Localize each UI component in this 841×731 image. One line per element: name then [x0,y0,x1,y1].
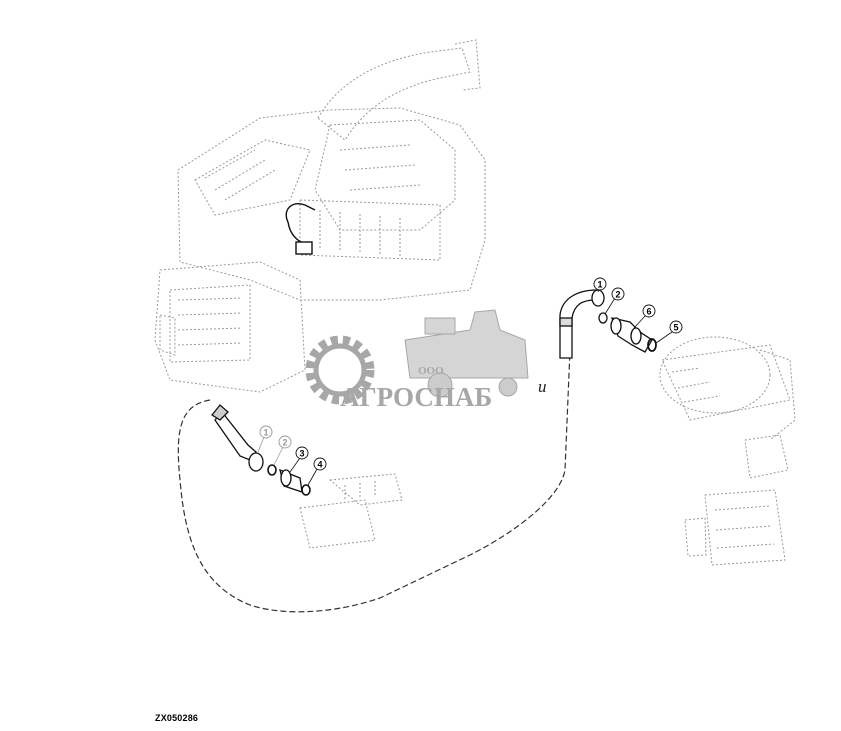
callout-lower-3-label: 3 [299,449,304,459]
lower-sensor-assembly [211,404,311,496]
upper-sensor-assembly [559,289,657,359]
callout-upper-1: 1 [593,277,607,293]
callout-upper-6-label: 6 [646,307,651,317]
drawing-id: ZX050286 [155,713,199,723]
watermark-prefix: ООО [418,365,444,377]
callout-lower-1: 1 [257,425,273,453]
callout-lower-2-label: 2 [282,438,287,448]
callout-upper-2-label: 2 [615,290,620,300]
engine-harness [285,203,316,255]
machine-background [154,39,796,566]
watermark-logo: ООО АГРОСНАБ [305,309,529,412]
watermark-company-name: АГРОСНАБ [340,382,492,412]
callout-upper-6: 6 [633,304,656,329]
callout-upper-5: 5 [655,320,683,344]
callout-lower-3: 3 [289,446,309,473]
callout-lower-1-label: 1 [263,428,268,438]
callout-upper-2: 2 [604,287,625,315]
routing-dashed-line [177,349,571,613]
callout-lower-4-label: 4 [317,460,322,470]
callout-upper-5-label: 5 [673,323,678,333]
harvester-icon [404,309,529,398]
callout-upper-1-label: 1 [597,280,602,290]
callout-lower-4: 4 [307,457,327,486]
callout-lower-2: 2 [273,435,292,466]
gear-icon [305,335,375,405]
assembly-marker: и [538,377,547,396]
